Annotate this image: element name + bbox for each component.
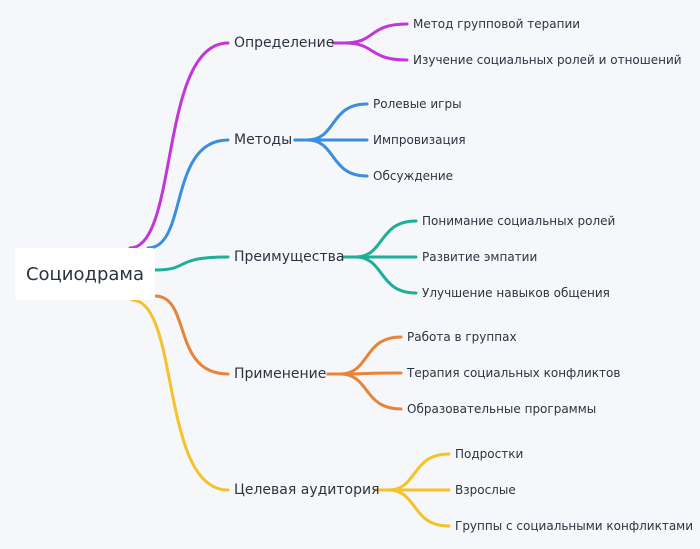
leaf-node[interactable]: Группы с социальными конфликтами bbox=[455, 519, 694, 533]
branch-methods[interactable]: Методы bbox=[234, 132, 293, 148]
leaf-connector bbox=[331, 41, 409, 62]
leaf-node[interactable]: Понимание социальных ролей bbox=[422, 214, 616, 228]
leaf-node[interactable]: Подростки bbox=[455, 447, 524, 461]
leaf-node[interactable]: Терапия социальных конфликтов bbox=[407, 366, 621, 380]
leaf-node[interactable]: Изучение социальных ролей и отношений bbox=[413, 53, 682, 67]
leaf-node[interactable]: Импровизация bbox=[373, 133, 466, 147]
leaf-connector bbox=[341, 255, 418, 295]
leaf-connector bbox=[374, 452, 451, 492]
leaf-connector bbox=[326, 335, 403, 376]
branch-connector bbox=[146, 138, 230, 250]
branch-connector bbox=[128, 41, 230, 250]
leaf-connector bbox=[331, 22, 409, 45]
leaf-node[interactable]: Ролевые игры bbox=[373, 97, 462, 111]
branch-connector bbox=[153, 294, 230, 376]
leaf-connector bbox=[293, 102, 369, 142]
leaf-connector bbox=[326, 372, 403, 411]
branch-connector bbox=[153, 255, 230, 272]
leaf-node[interactable]: Метод групповой терапии bbox=[413, 17, 581, 31]
leaf-node[interactable]: Образовательные программы bbox=[407, 402, 597, 416]
branch-connector bbox=[130, 298, 230, 492]
leaf-connector bbox=[293, 138, 369, 178]
branch-application[interactable]: Применение bbox=[234, 366, 327, 382]
branch-advantages[interactable]: Преимущества bbox=[234, 249, 345, 265]
leaf-node[interactable]: Развитие эмпатии bbox=[422, 250, 538, 264]
leaf-node[interactable]: Работа в группах bbox=[407, 330, 517, 344]
leaf-node[interactable]: Обсуждение bbox=[373, 169, 454, 183]
leaf-connector bbox=[341, 219, 418, 259]
root-node[interactable]: Социодрама bbox=[15, 248, 155, 300]
leaf-node[interactable]: Взрослые bbox=[455, 483, 516, 497]
leaf-node[interactable]: Улучшение навыков общения bbox=[422, 286, 610, 300]
branch-definition[interactable]: Определение bbox=[234, 35, 335, 51]
branch-target-audience[interactable]: Целевая аудитория bbox=[234, 482, 380, 498]
root-label: Социодрама bbox=[25, 263, 145, 285]
leaf-connector bbox=[374, 488, 451, 528]
